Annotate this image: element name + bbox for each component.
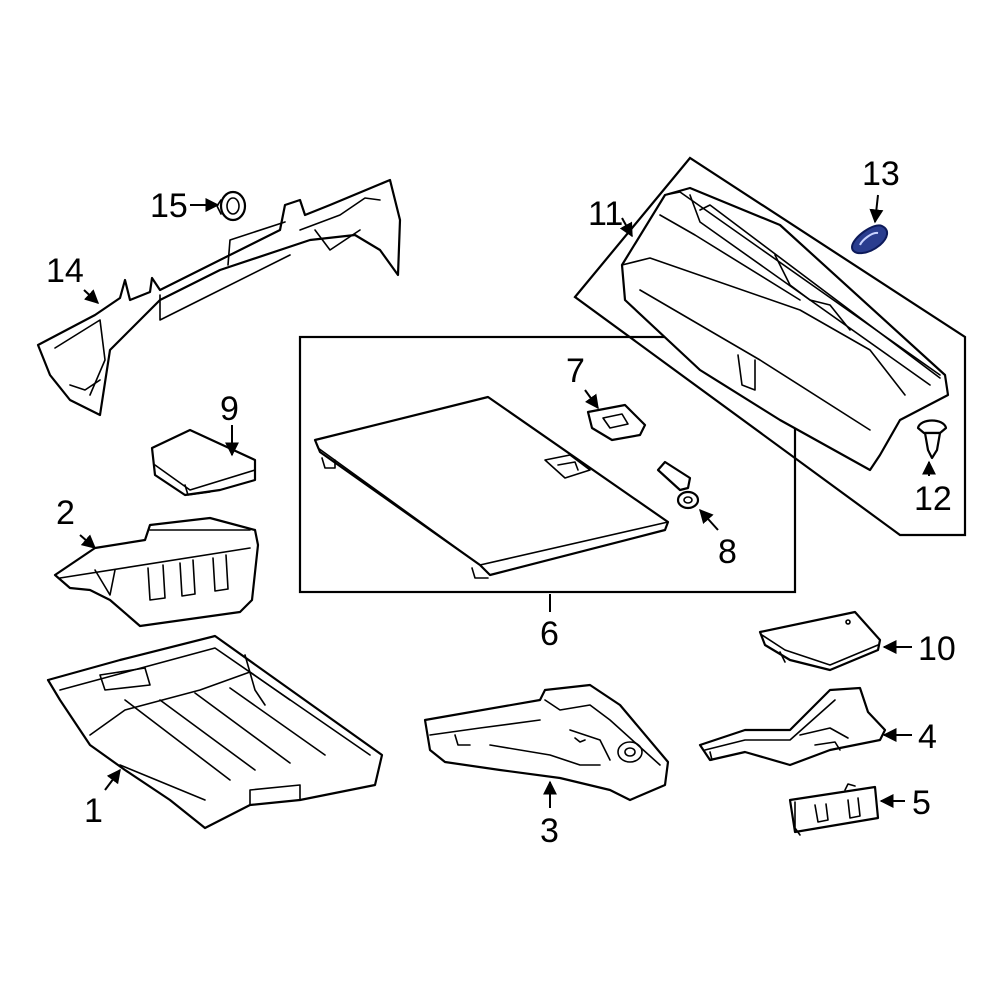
label-3: 3 (540, 812, 559, 850)
label-6: 6 (540, 615, 559, 653)
part-2-tray[interactable] (53, 516, 260, 628)
label-10: 10 (918, 630, 956, 668)
part-13-clip-highlighted[interactable] (850, 224, 888, 255)
label-1: 1 (84, 792, 103, 830)
part-3-spare-tire-holder[interactable] (423, 683, 670, 802)
leader-7 (584, 389, 599, 410)
part-4-bracket[interactable] (698, 686, 887, 767)
label-7: 7 (566, 352, 585, 390)
label-15: 15 (150, 187, 188, 225)
leader-13 (869, 194, 884, 224)
part-14-rear-panel[interactable] (36, 178, 402, 417)
label-2: 2 (56, 494, 75, 532)
label-8: 8 (718, 533, 737, 571)
label-13: 13 (862, 155, 900, 193)
label-11: 11 (588, 195, 623, 233)
leader-2 (79, 534, 97, 549)
part-7-handle[interactable] (586, 403, 647, 442)
label-4: 4 (918, 718, 937, 756)
part-5-bracket[interactable] (788, 783, 880, 836)
part-1-trunk-tray[interactable] (46, 634, 384, 830)
part-15-clip[interactable] (216, 190, 247, 222)
part-8-hook[interactable] (656, 460, 700, 510)
leader-11 (619, 217, 633, 238)
label-14: 14 (46, 252, 84, 290)
leader-lines (79, 194, 936, 808)
part-10-cover[interactable] (758, 610, 882, 672)
label-9: 9 (220, 390, 239, 428)
part-9-cover[interactable] (150, 428, 257, 497)
group-box-11 (573, 156, 967, 537)
group-box-6 (298, 335, 797, 594)
leader-1 (104, 768, 121, 791)
part-6-floor-board[interactable] (313, 395, 670, 579)
leader-14 (83, 289, 100, 304)
leader-8 (699, 508, 719, 531)
part-11-package-tray[interactable] (620, 186, 950, 472)
label-5: 5 (912, 784, 931, 822)
label-12: 12 (914, 480, 952, 518)
callout-labels: 13 11 12 15 14 9 7 8 6 2 1 3 10 4 5 (46, 155, 956, 850)
part-12-push-pin[interactable] (916, 419, 948, 460)
